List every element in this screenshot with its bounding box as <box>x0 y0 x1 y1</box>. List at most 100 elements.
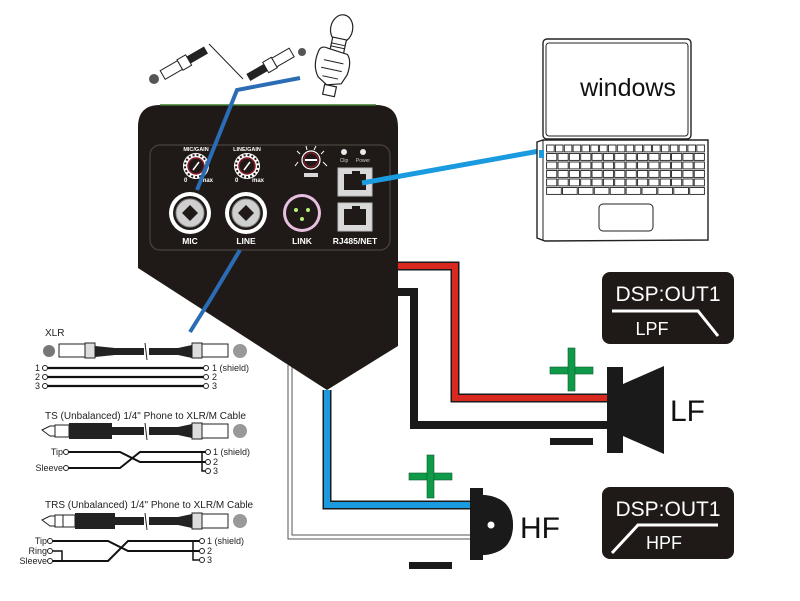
keyboard-key <box>562 187 578 195</box>
dsp-badge-lpf: DSP:OUT1 LPF <box>602 272 734 344</box>
ts-left-sleeve: Sleeve <box>35 463 63 473</box>
ts-right-pin-2: 2 <box>213 457 218 467</box>
dsp-hpf-title: DSP:OUT1 <box>615 498 720 521</box>
keyboard-key <box>557 178 569 187</box>
mic-gain-min: 0 <box>184 178 188 184</box>
lf-plus-sign <box>549 347 594 392</box>
keyboard-key <box>577 187 594 195</box>
line-cable <box>188 248 242 334</box>
keyboard-key <box>671 153 683 161</box>
keyboard-key <box>659 161 671 170</box>
trs-guide-title: TRS (Unbalanced) 1/4" Phone to XLR/M Cab… <box>45 500 254 511</box>
xlr-right-pin-2: 2 <box>212 372 217 382</box>
keyboard-key <box>602 178 615 187</box>
laptop-network-port <box>539 150 544 158</box>
mic-gain-label: MIC/GAIN <box>183 147 208 153</box>
rj45-jack-label: RJ485/NET <box>333 236 378 246</box>
keyboard-key <box>568 170 580 178</box>
line-gain-knob[interactable]: LINE/GAIN 0 max <box>233 147 265 184</box>
cable-guide-ts: TS (Unbalanced) 1/4" Phone to XLR/M Cabl… <box>35 411 250 476</box>
keyboard-key <box>568 178 580 187</box>
keyboard-key <box>609 187 626 195</box>
keyboard-key <box>568 153 580 161</box>
keyboard-key <box>546 187 562 195</box>
mic-gain-max: max <box>201 178 214 184</box>
mic-input-jack[interactable]: MIC <box>169 192 211 246</box>
dsp-panel <box>138 104 398 390</box>
cable-guide-xlr: XLR 1 2 3 1 (shield) 2 3 <box>35 328 249 391</box>
keyboard-key <box>546 144 555 153</box>
keyboard-key <box>687 144 696 153</box>
line-input-jack[interactable]: LINE <box>225 192 267 246</box>
xlr-right-pin-3: 3 <box>212 381 217 391</box>
hf-negative-wire <box>287 365 470 540</box>
keyboard-key <box>581 144 590 153</box>
keyboard-key <box>637 153 649 161</box>
keyboard-key <box>546 178 558 187</box>
keyboard-key <box>572 144 582 153</box>
keyboard-key <box>671 178 683 187</box>
lf-minus-sign <box>550 438 593 445</box>
keyboard-key <box>593 187 610 195</box>
keyboard-key <box>689 187 705 195</box>
ts-right-pin-1: 1 (shield) <box>213 447 250 457</box>
keyboard-key <box>602 161 615 170</box>
keyboard-key <box>637 161 649 170</box>
link-jack-label: LINK <box>292 236 313 246</box>
hf-minus-sign <box>409 562 452 569</box>
lf-positive-wire <box>395 261 612 403</box>
keyboard-key <box>625 144 635 153</box>
keyboard-key <box>652 144 661 153</box>
trs-right-pin-2: 2 <box>207 546 212 556</box>
keyboard-key <box>637 170 649 178</box>
keyboard-key <box>625 178 637 187</box>
keyboard-key <box>637 178 649 187</box>
keyboard-key <box>693 178 705 187</box>
keyboard-key <box>557 153 569 161</box>
mic-cable <box>195 76 301 191</box>
keyboard-key <box>625 170 637 178</box>
keyboard-key <box>625 161 637 170</box>
xlr-left-pin-2: 2 <box>35 372 40 382</box>
hf-speaker: HF <box>470 488 560 560</box>
keyboard-key <box>546 170 558 178</box>
volume-knob[interactable] <box>294 145 328 177</box>
keyboard-key <box>580 153 592 161</box>
hf-positive-wire <box>322 390 470 510</box>
keyboard-key <box>614 178 626 187</box>
xlr-guide-title: XLR <box>45 328 64 339</box>
keyboard-key <box>678 144 688 153</box>
keyboard-key <box>546 153 558 161</box>
keyboard-key <box>657 187 674 195</box>
hf-label: HF <box>520 512 560 545</box>
keyboard-key <box>634 144 643 153</box>
keyboard-key <box>591 170 603 178</box>
keyboard-key <box>591 161 603 170</box>
keyboard-key <box>580 178 592 187</box>
ts-right-pin-3: 3 <box>213 466 218 476</box>
link-output-jack[interactable]: LINK <box>283 194 321 246</box>
cable-guide-trs: TRS (Unbalanced) 1/4" Phone to XLR/M Cab… <box>19 500 253 566</box>
trs-left-sleeve: Sleeve <box>19 556 47 566</box>
power-led: Power <box>356 149 370 164</box>
keyboard-key <box>659 153 671 161</box>
keyboard-key <box>696 144 705 153</box>
clip-led: Clip <box>340 149 349 164</box>
keyboard-key <box>563 144 573 153</box>
mic-connector-end <box>298 48 306 56</box>
keyboard-key <box>659 178 671 187</box>
keyboard-key <box>568 161 580 170</box>
laptop-touchpad <box>598 203 654 232</box>
keyboard-key <box>682 153 694 161</box>
line-gain-min: 0 <box>235 178 239 184</box>
keyboard-key <box>625 153 637 161</box>
network-cable <box>361 147 546 186</box>
trs-right-pin-1: 1 (shield) <box>207 536 244 546</box>
trs-left-ring: Ring <box>28 546 47 556</box>
keyboard-key <box>602 153 615 161</box>
keyboard-key <box>614 161 626 170</box>
ts-guide-title: TS (Unbalanced) 1/4" Phone to XLR/M Cabl… <box>45 411 246 422</box>
keyboard-key <box>614 170 626 178</box>
keyboard-key <box>614 153 626 161</box>
